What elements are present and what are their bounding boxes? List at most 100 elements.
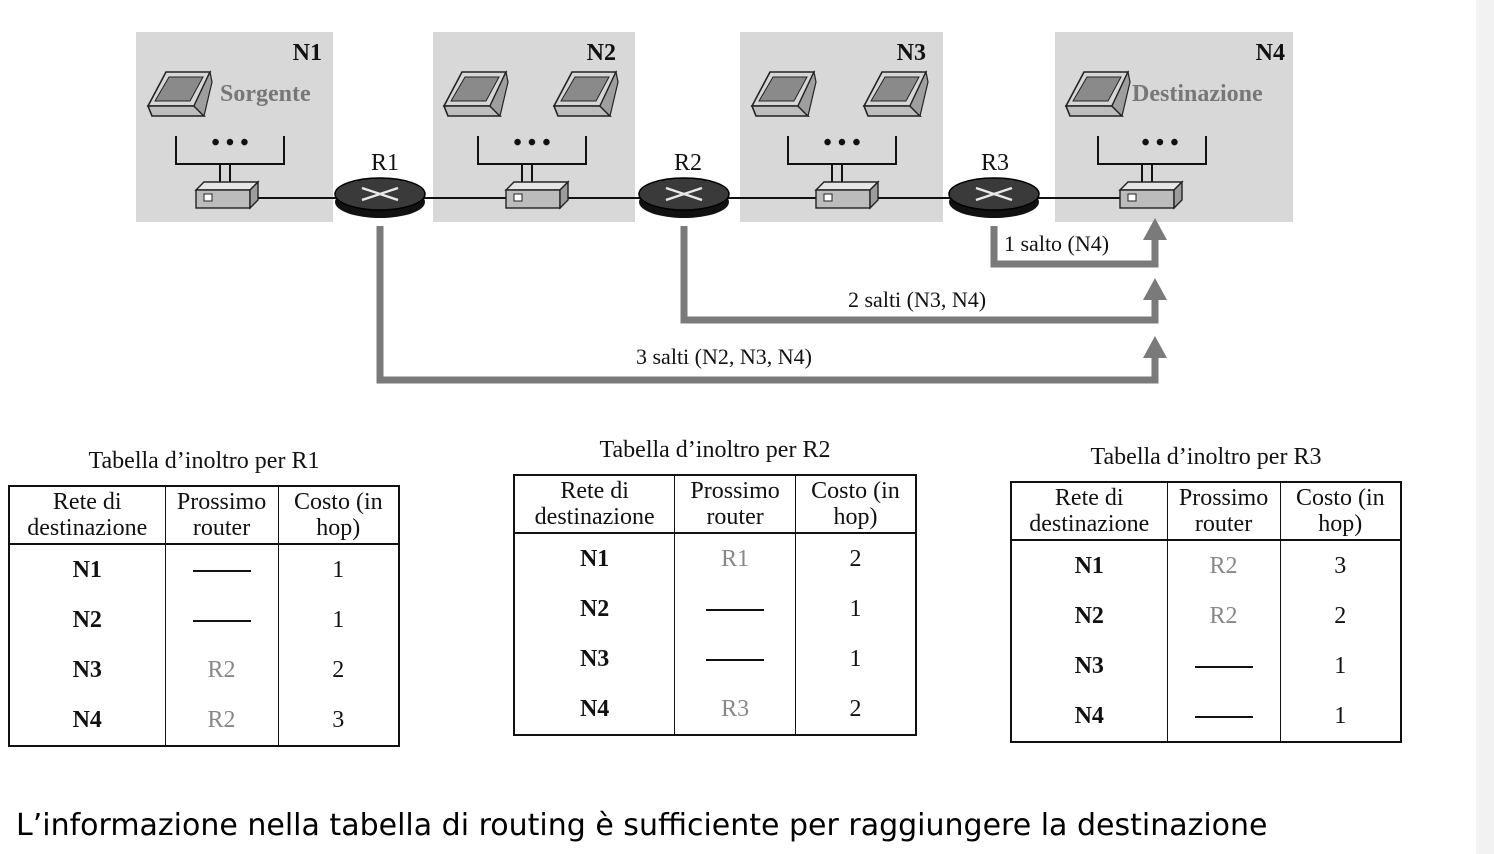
dest-cell: N2 xyxy=(513,584,676,634)
next-hop-cell: R1 xyxy=(674,533,796,584)
table-row: N4 1 xyxy=(1010,691,1402,742)
host-ellipsis: • • • xyxy=(211,130,248,156)
column-header: Rete di destinazione xyxy=(8,485,166,545)
dest-cell: N4 xyxy=(513,684,676,735)
dest-cell: N3 xyxy=(513,634,676,684)
cost-cell: 2 xyxy=(1279,591,1402,641)
dest-cell: N4 xyxy=(1010,691,1168,742)
next-hop-cell: R2 xyxy=(164,645,279,695)
source-label: Sorgente xyxy=(220,81,311,107)
column-header: Prossimo router xyxy=(674,474,796,534)
table-row: N2 1 xyxy=(513,584,917,634)
cost-cell: 2 xyxy=(794,684,917,735)
column-header: Prossimo router xyxy=(1166,481,1281,541)
path-label: 2 salti (N3, N4) xyxy=(848,287,986,312)
next-hop-cell: R2 xyxy=(1166,540,1281,591)
slide-caption: L’informazione nella tabella di routing … xyxy=(16,808,1268,843)
table-row: N1 1 xyxy=(8,544,400,595)
dash-icon xyxy=(192,619,251,622)
dash-icon xyxy=(192,569,251,572)
path-r2 xyxy=(680,226,1159,324)
next-hop-cell xyxy=(164,595,279,645)
next-hop-cell xyxy=(1166,641,1281,691)
switch-icon xyxy=(815,181,879,209)
table-title: Tabella d’inoltro per R2 xyxy=(599,437,831,463)
switch-icon xyxy=(195,181,259,209)
switch-icon xyxy=(505,181,569,209)
dash-icon xyxy=(706,658,765,661)
dest-cell: N1 xyxy=(8,544,166,595)
scrollbar-track[interactable] xyxy=(1476,0,1494,854)
column-header: Prossimo router xyxy=(164,485,279,545)
next-hop-cell xyxy=(164,544,279,595)
dest-cell: N2 xyxy=(1010,591,1168,641)
dest-cell: N3 xyxy=(8,645,166,695)
cost-cell: 1 xyxy=(277,544,400,595)
next-hop-cell xyxy=(674,634,796,684)
dest-cell: N1 xyxy=(513,533,676,584)
cost-cell: 2 xyxy=(277,645,400,695)
table-title: Tabella d’inoltro per R3 xyxy=(1090,444,1322,470)
arrowhead-icon xyxy=(1143,336,1167,358)
dest-cell: N1 xyxy=(1010,540,1168,591)
cost-cell: 3 xyxy=(277,695,400,746)
destination-label: Destinazione xyxy=(1132,81,1263,107)
host-ellipsis: • • • xyxy=(1141,130,1178,156)
next-hop-cell: R2 xyxy=(1166,591,1281,641)
network-diagram: • • • • • • • • • • • • N1 N2 N3 N4 Sorg… xyxy=(136,32,1293,384)
table-title: Tabella d’inoltro per R1 xyxy=(88,448,320,474)
router-label: R1 xyxy=(371,150,399,176)
router-label: R3 xyxy=(981,150,1009,176)
dash-icon xyxy=(1194,715,1253,718)
network-label: N1 xyxy=(293,40,322,66)
table-row: N2 1 xyxy=(8,595,400,645)
column-header: Rete di destinazione xyxy=(1010,481,1168,541)
forwarding-table-r1: Tabella d’inoltro per R1 Rete di destina… xyxy=(8,448,400,747)
cost-cell: 3 xyxy=(1279,540,1402,591)
column-header: Costo (in hop) xyxy=(1279,481,1402,541)
cost-cell: 1 xyxy=(277,595,400,645)
network-label: N3 xyxy=(897,40,926,66)
table-row: N3 1 xyxy=(513,634,917,684)
host-ellipsis: • • • xyxy=(513,130,550,156)
path-r1 xyxy=(376,226,1159,384)
dash-icon xyxy=(706,608,765,611)
path-label: 1 salto (N4) xyxy=(1004,231,1109,256)
next-hop-cell xyxy=(674,584,796,634)
router-icon xyxy=(333,176,427,220)
cost-cell: 1 xyxy=(794,584,917,634)
cost-cell: 1 xyxy=(794,634,917,684)
dash-icon xyxy=(1194,665,1253,668)
next-hop-cell xyxy=(1166,691,1281,742)
cost-cell: 1 xyxy=(1279,691,1402,742)
dest-cell: N2 xyxy=(8,595,166,645)
column-header: Rete di destinazione xyxy=(513,474,676,534)
router-icon xyxy=(637,176,731,220)
forwarding-table-r2: Tabella d’inoltro per R2 Rete di destina… xyxy=(513,437,917,736)
next-hop-cell: R2 xyxy=(164,695,279,746)
column-header: Costo (in hop) xyxy=(794,474,917,534)
network-label: N2 xyxy=(587,40,616,66)
dest-cell: N4 xyxy=(8,695,166,746)
arrowhead-icon xyxy=(1143,278,1167,300)
router-label: R2 xyxy=(674,150,702,176)
forwarding-table-r3: Tabella d’inoltro per R3 Rete di destina… xyxy=(1010,444,1402,743)
dest-cell: N3 xyxy=(1010,641,1168,691)
cost-cell: 2 xyxy=(794,533,917,584)
column-header: Costo (in hop) xyxy=(277,485,400,545)
path-label: 3 salti (N2, N3, N4) xyxy=(636,344,812,369)
router-icon xyxy=(947,176,1041,220)
arrowhead-icon xyxy=(1143,218,1167,240)
path-r3 xyxy=(990,226,1159,268)
next-hop-cell: R3 xyxy=(674,684,796,735)
network-label: N4 xyxy=(1256,40,1285,66)
host-ellipsis: • • • xyxy=(823,130,860,156)
host-wiring xyxy=(175,136,1207,184)
